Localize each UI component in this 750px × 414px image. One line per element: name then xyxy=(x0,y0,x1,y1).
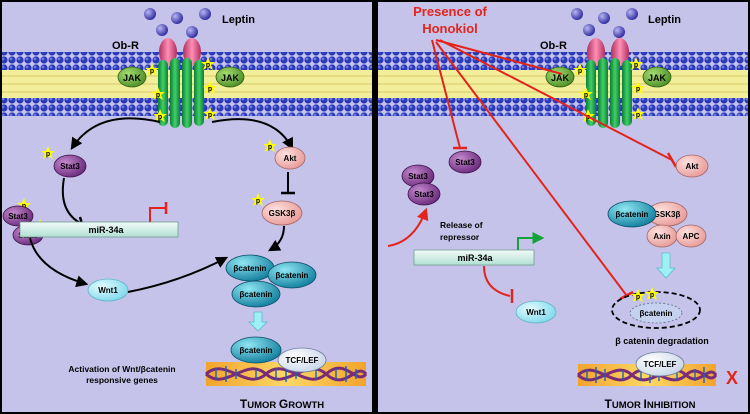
wnt1-label: Wnt1 xyxy=(98,286,118,295)
bcatenin-degrading xyxy=(629,302,683,324)
svg-text:p: p xyxy=(636,112,640,119)
svg-text:p: p xyxy=(636,86,640,93)
bcatenin-label: βcatenin xyxy=(640,309,673,318)
akt-label: Akt xyxy=(284,154,297,163)
jak-label: JAK xyxy=(221,73,240,83)
stat3-dimer-label: Stat3 xyxy=(408,172,428,181)
wnt1-left xyxy=(87,278,129,302)
activation-text-line1: Activation of Wnt/βcatenin xyxy=(68,364,175,374)
tcf-lef-left xyxy=(277,347,327,373)
release-repressor-arrow xyxy=(387,207,429,247)
stat3-dimer-label: Stat3 xyxy=(414,190,434,199)
akt-left xyxy=(274,146,306,170)
ob-r-receptor-right xyxy=(586,38,632,128)
akt-label: Akt xyxy=(686,162,699,171)
wnt1-right xyxy=(515,300,557,324)
leptin-molecules xyxy=(571,8,638,38)
stat3-dimer-label: Stat3 xyxy=(8,212,28,221)
jak-label: JAK xyxy=(551,73,570,83)
arrow-gsk-to-bcat xyxy=(267,225,285,252)
akt-right xyxy=(675,154,709,178)
arrow-wnt1-to-bcat xyxy=(127,256,229,293)
bcatenin-label: βcatenin xyxy=(616,210,649,219)
svg-text:p: p xyxy=(208,86,212,93)
jak-right-b xyxy=(642,66,672,88)
jak-left-a xyxy=(117,66,147,88)
svg-text:p: p xyxy=(268,144,272,151)
leptin-molecules xyxy=(144,8,211,38)
bcatenin-right xyxy=(607,200,657,228)
bcatenin-label: βcatenin xyxy=(240,290,273,299)
gsk3b-label: GSK3β xyxy=(269,209,296,218)
bcatenin-left xyxy=(267,261,317,289)
stat3-dimer-bottom xyxy=(407,182,441,206)
stat3-dimer-top xyxy=(2,205,34,227)
mir34a-promoter-blocked xyxy=(149,207,166,222)
bcatenin-nuclear-left xyxy=(230,336,282,364)
ob-r-receptor-left xyxy=(158,38,204,128)
bcatenin-label: βcatenin xyxy=(240,346,273,355)
mir34a-gene-right xyxy=(413,249,535,266)
tcf-lef-label: TCF/LEF xyxy=(286,356,319,365)
phospho-cluster-left: p p p p p p xyxy=(145,57,217,122)
bcatenin-label: βcatenin xyxy=(276,271,309,280)
jak-left-b xyxy=(215,66,245,88)
leptin-label: Leptin xyxy=(648,14,681,26)
svg-text:p: p xyxy=(208,112,212,119)
jak-label: JAK xyxy=(648,73,667,83)
release-text-line2: repressor xyxy=(440,232,480,242)
ob-r-label: Ob-R xyxy=(540,40,567,52)
arrow-to-stat3 xyxy=(70,117,161,151)
activation-text-line2: responsive genes xyxy=(86,375,158,385)
degradation-label: β catenin degradation xyxy=(615,336,709,346)
outcome-tumor-growth: TUMOR GROWTH xyxy=(240,397,324,411)
bcatenin-label: βcatenin xyxy=(234,264,267,273)
stat3-label: Stat3 xyxy=(455,158,475,167)
stat3-left xyxy=(53,154,87,178)
svg-text:p: p xyxy=(206,62,210,69)
arrow-to-akt xyxy=(211,118,294,151)
mir34a-gene-left xyxy=(19,221,179,238)
bcatenin-left xyxy=(231,280,281,308)
wnt1-label: Wnt1 xyxy=(526,308,546,317)
apc-label: APC xyxy=(683,232,700,241)
svg-text:p: p xyxy=(156,92,160,99)
svg-text:p: p xyxy=(650,292,654,299)
honokiol-inhibition-lines xyxy=(431,39,678,301)
svg-text:p: p xyxy=(158,114,162,121)
tcf-lef-right xyxy=(635,351,685,377)
degradation-arrow xyxy=(656,252,676,279)
gsk3b-label: GSK3β xyxy=(654,210,681,219)
mir34a-label: miR-34a xyxy=(88,225,124,235)
svg-text:p: p xyxy=(256,198,260,205)
honokiol-title-line1: Presence of xyxy=(413,4,487,19)
arrow-to-wnt1 xyxy=(29,237,89,288)
axin-label: Axin xyxy=(653,232,670,241)
gsk3b-left xyxy=(261,200,303,226)
svg-text:p: p xyxy=(584,92,588,99)
nuclear-translocation-arrow xyxy=(248,311,268,332)
ob-r-label: Ob-R xyxy=(112,40,139,52)
release-text-line1: Release of xyxy=(440,220,483,230)
outcome-tumor-inhibition: TUMOR INHIBITION xyxy=(605,397,696,411)
stat3-right xyxy=(448,150,482,174)
tcf-lef-label: TCF/LEF xyxy=(644,360,677,369)
mir34a-label: miR-34a xyxy=(457,253,493,263)
svg-text:p: p xyxy=(578,68,582,75)
svg-text:p: p xyxy=(46,151,50,158)
mir34a-promoter-active xyxy=(517,232,545,250)
svg-text:p: p xyxy=(634,62,638,69)
apc-right xyxy=(675,224,707,248)
leptin-label: Leptin xyxy=(222,14,255,26)
svg-text:p: p xyxy=(636,294,640,301)
mir34a-inhibits-wnt1 xyxy=(483,265,511,297)
inhibition-x-mark: X xyxy=(726,368,738,388)
stat3-label: Stat3 xyxy=(60,162,80,171)
svg-text:p: p xyxy=(150,68,154,75)
jak-label: JAK xyxy=(123,73,142,83)
honokiol-title-line2: Honokiol xyxy=(422,21,478,36)
